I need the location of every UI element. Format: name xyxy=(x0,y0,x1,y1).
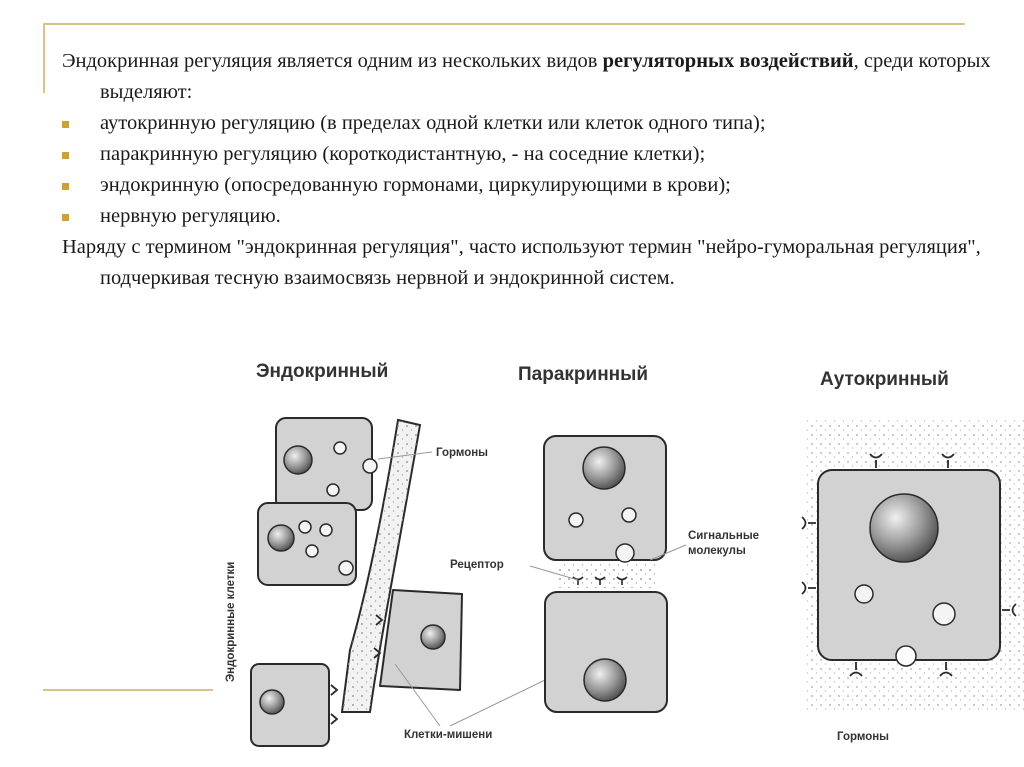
label-target-cells: Клетки-мишени xyxy=(404,729,492,741)
bullet-autocrine: аутокринную регуляцию (в пределах одной … xyxy=(62,108,992,139)
title-paracrine: Паракринный xyxy=(518,364,648,385)
label-receptor: Рецептор xyxy=(450,559,504,571)
slide-text: Эндокринная регуляция является одним из … xyxy=(62,46,992,294)
leader-signal xyxy=(649,544,687,561)
frame-top-line xyxy=(43,23,965,25)
paracrine-panel: Сигнальные молекулы xyxy=(529,435,759,713)
intro-end: , среди которых выделяют: xyxy=(100,50,991,103)
autocrine-panel: Гормоны xyxy=(801,420,1024,743)
autocrine-cell xyxy=(817,469,1001,667)
bullet-endocrine: эндокринную (опосредованную гормонами, ц… xyxy=(62,170,992,201)
intro-bold: регуляторных воздействий xyxy=(602,50,854,72)
target-cell-1 xyxy=(373,589,463,691)
bullet-paracrine: паракринную регуляцию (короткодистантную… xyxy=(62,139,992,170)
title-autocrine: Аутокринный xyxy=(820,369,949,390)
frame-left-line xyxy=(43,23,45,93)
leader-hormones xyxy=(377,451,433,460)
paracrine-secreting-cell xyxy=(543,435,667,563)
leader-target-1 xyxy=(394,663,441,727)
endocrine-cell-2 xyxy=(257,502,357,586)
frame-bottom-line xyxy=(43,689,213,691)
label-hormones: Гормоны xyxy=(436,447,488,459)
leader-receptor xyxy=(529,565,579,581)
label-signal-line1: Сигнальные xyxy=(688,530,759,542)
title-endocrine: Эндокринный xyxy=(256,361,388,382)
closing-paragraph: Наряду с термином "эндокринная регуляция… xyxy=(62,236,981,289)
signal-molecules xyxy=(558,562,656,588)
leader-target-2 xyxy=(449,679,546,727)
target-cell-2 xyxy=(250,663,339,747)
paracrine-target-cell xyxy=(544,591,668,713)
label-endocrine-cells: Эндокринные клетки xyxy=(225,562,237,682)
autocrine-receptors xyxy=(801,453,1017,677)
bullet-nervous: нервную регуляцию. xyxy=(62,201,992,232)
vessel-hormones xyxy=(342,420,420,712)
label-signal-line2: молекулы xyxy=(688,545,746,557)
label-hormones-bottom: Гормоны xyxy=(837,731,889,743)
endocrine-panel: Эндокринные клетки Гормоны Рецептор Клет… xyxy=(225,417,546,747)
intro-paragraph: Эндокринная регуляция является одним из … xyxy=(62,46,992,108)
intro-start: Эндокринная регуляция является одним из … xyxy=(62,50,603,72)
endocrine-cell-1 xyxy=(275,417,378,511)
